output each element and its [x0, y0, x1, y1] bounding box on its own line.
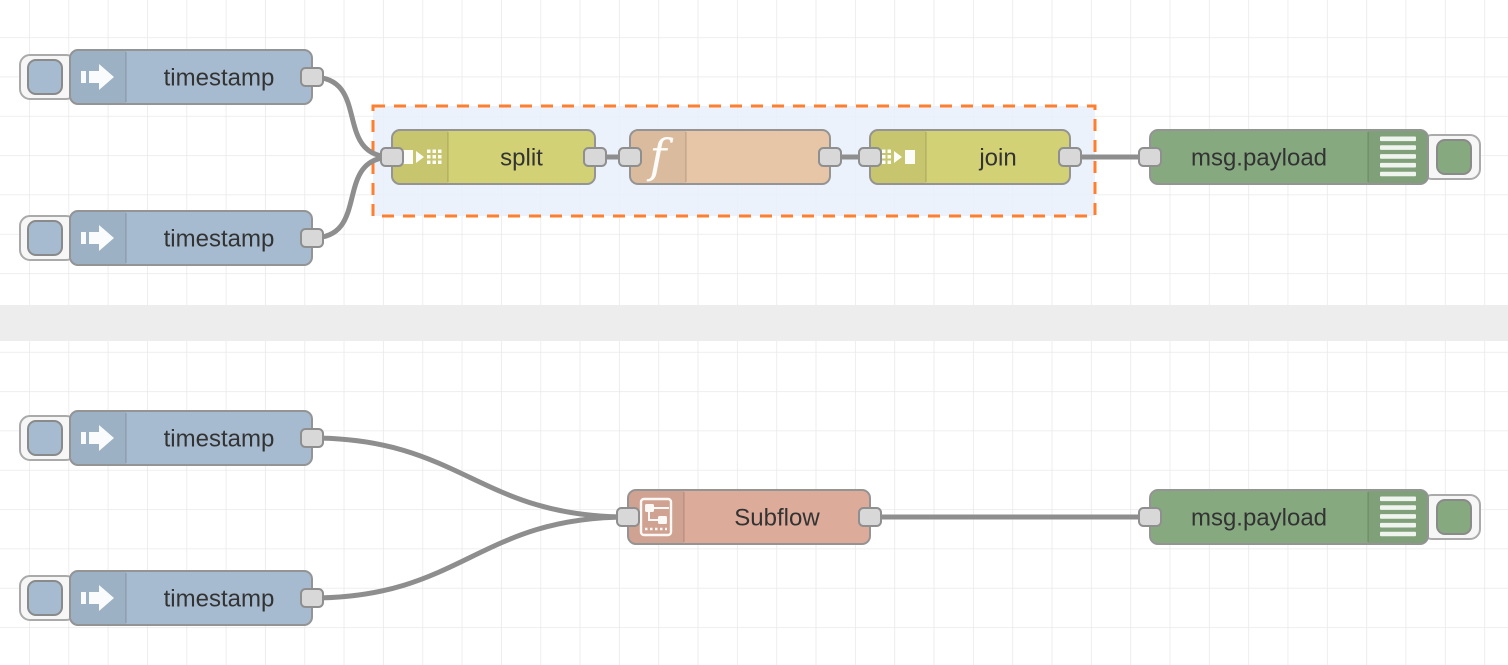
input-port[interactable]: [618, 147, 642, 167]
node-debug-1[interactable]: msg.payload: [1138, 129, 1481, 185]
wire-inject-1-to-split-1[interactable]: [309, 74, 395, 160]
node-inject-2[interactable]: timestamp: [19, 210, 324, 266]
input-port[interactable]: [1138, 147, 1162, 167]
debug-icon: [1380, 136, 1416, 177]
inject-icon: [81, 225, 114, 251]
node-subflow-1[interactable]: Subflow: [616, 489, 882, 545]
inject-button[interactable]: [27, 59, 63, 95]
input-port[interactable]: [380, 147, 404, 167]
flow-divider-band: [0, 305, 1508, 341]
subflow-icon: [639, 497, 673, 537]
node-split-1[interactable]: split: [380, 129, 607, 185]
node-inject-3[interactable]: timestamp: [19, 410, 324, 466]
input-port[interactable]: [616, 507, 640, 527]
input-port[interactable]: [858, 147, 882, 167]
inject-icon: [81, 425, 114, 451]
node-label: timestamp: [164, 65, 275, 92]
output-port[interactable]: [818, 147, 842, 167]
inject-button[interactable]: [27, 580, 63, 616]
output-port[interactable]: [300, 228, 324, 248]
node-label: msg.payload: [1191, 505, 1327, 532]
node-label: msg.payload: [1191, 145, 1327, 172]
inject-button[interactable]: [27, 420, 63, 456]
node-function-1[interactable]: f: [618, 129, 842, 185]
wire-inject-4-to-subflow-1[interactable]: [309, 514, 631, 601]
debug-toggle-button[interactable]: [1436, 139, 1472, 175]
wire-inject-3-to-subflow-1[interactable]: [309, 435, 631, 520]
node-join-1[interactable]: join: [858, 129, 1082, 185]
debug-icon: [1380, 496, 1416, 537]
node-debug-2[interactable]: msg.payload: [1138, 489, 1481, 545]
inject-button[interactable]: [27, 220, 63, 256]
node-label: split: [500, 145, 543, 172]
output-port[interactable]: [300, 588, 324, 608]
node-label: Subflow: [734, 505, 820, 532]
node-label: timestamp: [164, 226, 275, 253]
wire-inject-2-to-split-1[interactable]: [309, 154, 395, 241]
output-port[interactable]: [858, 507, 882, 527]
input-port[interactable]: [1138, 507, 1162, 527]
debug-toggle-button[interactable]: [1436, 499, 1472, 535]
inject-icon: [81, 64, 114, 90]
output-port[interactable]: [300, 428, 324, 448]
node-inject-4[interactable]: timestamp: [19, 570, 324, 626]
output-port[interactable]: [300, 67, 324, 87]
inject-icon: [81, 585, 114, 611]
split-icon: [403, 149, 442, 164]
node-inject-1[interactable]: timestamp: [19, 49, 324, 105]
nodes-layer: timestamp timestamp split f join msg.payload t…: [19, 49, 1481, 626]
node-label: timestamp: [164, 586, 275, 613]
node-label: timestamp: [164, 426, 275, 453]
output-port[interactable]: [583, 147, 607, 167]
icon-area: [631, 131, 686, 183]
output-port[interactable]: [1058, 147, 1082, 167]
node-label: join: [978, 145, 1016, 172]
